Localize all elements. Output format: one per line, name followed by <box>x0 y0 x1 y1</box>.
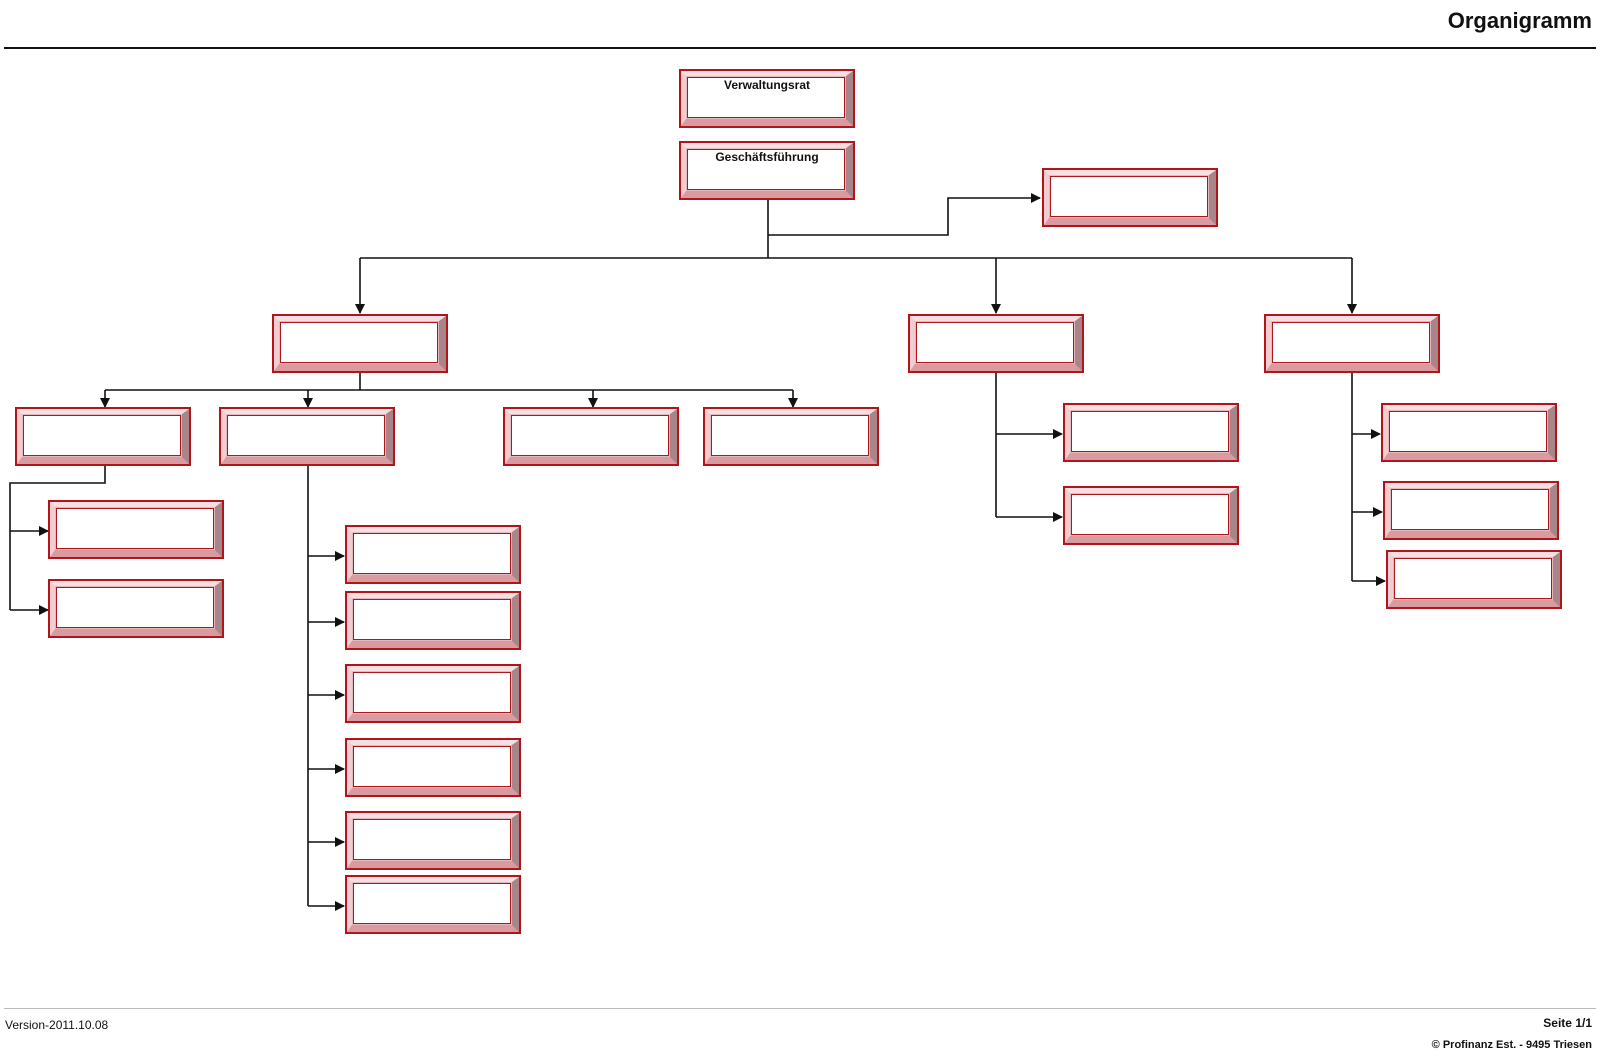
org-box-a2-3[interactable] <box>345 664 521 723</box>
copyright-notice: © Profinanz Est. - 9495 Triesen <box>1431 1039 1592 1051</box>
org-box-staff[interactable] <box>1042 168 1218 227</box>
version-label: Version-2011.10.08 <box>5 1018 109 1032</box>
org-box-a1-1[interactable] <box>48 500 224 559</box>
org-box-a2-5[interactable] <box>345 811 521 870</box>
org-box-b1[interactable] <box>1063 403 1239 462</box>
org-box-c3[interactable] <box>1386 550 1562 609</box>
org-box-b2[interactable] <box>1063 486 1239 545</box>
org-box-label: Geschäftsführung <box>715 150 819 164</box>
org-box-a1-2[interactable] <box>48 579 224 638</box>
title-divider <box>4 47 1596 49</box>
page-number: Seite 1/1 <box>1543 1016 1592 1030</box>
page-title: Organigramm <box>1447 8 1592 33</box>
org-box-a2-2[interactable] <box>345 591 521 650</box>
org-box-a2[interactable] <box>219 407 395 466</box>
org-box-a2-6[interactable] <box>345 875 521 934</box>
connector-gf-staff <box>768 193 1041 236</box>
org-box-a2-4[interactable] <box>345 738 521 797</box>
org-box-dept-a[interactable] <box>272 314 448 373</box>
org-box-c2[interactable] <box>1383 481 1559 540</box>
org-box-a3[interactable] <box>503 407 679 466</box>
org-box-geschaeftsfuehrung[interactable]: Geschäftsführung <box>679 141 855 200</box>
org-box-a1[interactable] <box>15 407 191 466</box>
org-box-a2-1[interactable] <box>345 525 521 584</box>
org-box-a4[interactable] <box>703 407 879 466</box>
org-box-dept-b[interactable] <box>908 314 1084 373</box>
connector-a1-trunk <box>9 466 106 610</box>
org-box-dept-c[interactable] <box>1264 314 1440 373</box>
footer-divider <box>4 1008 1596 1009</box>
org-box-label: Verwaltungsrat <box>723 78 811 92</box>
org-box-verwaltungsrat[interactable]: Verwaltungsrat <box>679 69 855 128</box>
org-box-c1[interactable] <box>1381 403 1557 462</box>
